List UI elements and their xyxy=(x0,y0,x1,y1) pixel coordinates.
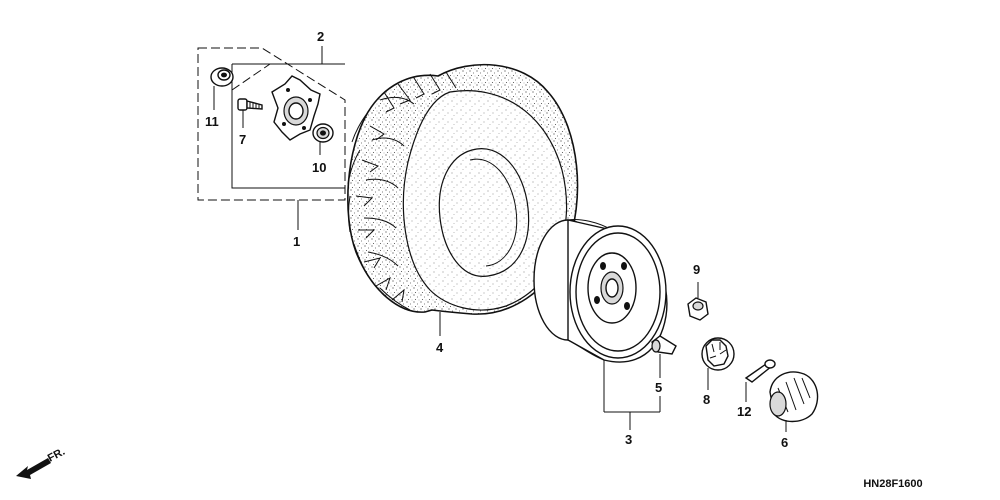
front-label: FR. xyxy=(46,446,67,465)
nut-part-9[interactable] xyxy=(687,282,709,321)
wheel-rim-part-3[interactable] xyxy=(533,219,668,430)
callout-2: 2 xyxy=(317,29,324,44)
cotter-pin-part-12[interactable] xyxy=(744,359,776,402)
callout-10: 10 xyxy=(312,160,326,175)
callout-3: 3 xyxy=(625,432,632,447)
collar-part-11[interactable] xyxy=(210,67,234,110)
front-arrow-icon xyxy=(16,458,51,479)
callout-9: 9 xyxy=(693,262,700,277)
callout-6: 6 xyxy=(781,435,788,450)
front-direction-marker: FR. xyxy=(16,446,67,479)
hub-flange-part-2[interactable] xyxy=(271,75,321,141)
wheel-cap-part-6[interactable] xyxy=(769,371,819,432)
callout-labels: 2 11 7 10 1 4 9 5 8 12 3 6 xyxy=(205,29,788,450)
valve-stem-part-5[interactable] xyxy=(651,335,677,412)
tire-part-4[interactable] xyxy=(347,63,579,336)
callout-7: 7 xyxy=(239,132,246,147)
callout-4: 4 xyxy=(436,340,444,355)
callout-12: 12 xyxy=(737,404,751,419)
callout-5: 5 xyxy=(655,380,662,395)
callout-1: 1 xyxy=(293,234,300,249)
callout-11: 11 xyxy=(205,114,219,129)
drawing-code: HN28F1600 xyxy=(863,478,922,490)
hub-kit-group xyxy=(197,46,346,230)
bolt-part-7[interactable] xyxy=(237,98,263,128)
callout-8: 8 xyxy=(703,392,710,407)
castle-nut-part-8[interactable] xyxy=(701,337,735,390)
seal-part-10[interactable] xyxy=(312,123,334,155)
